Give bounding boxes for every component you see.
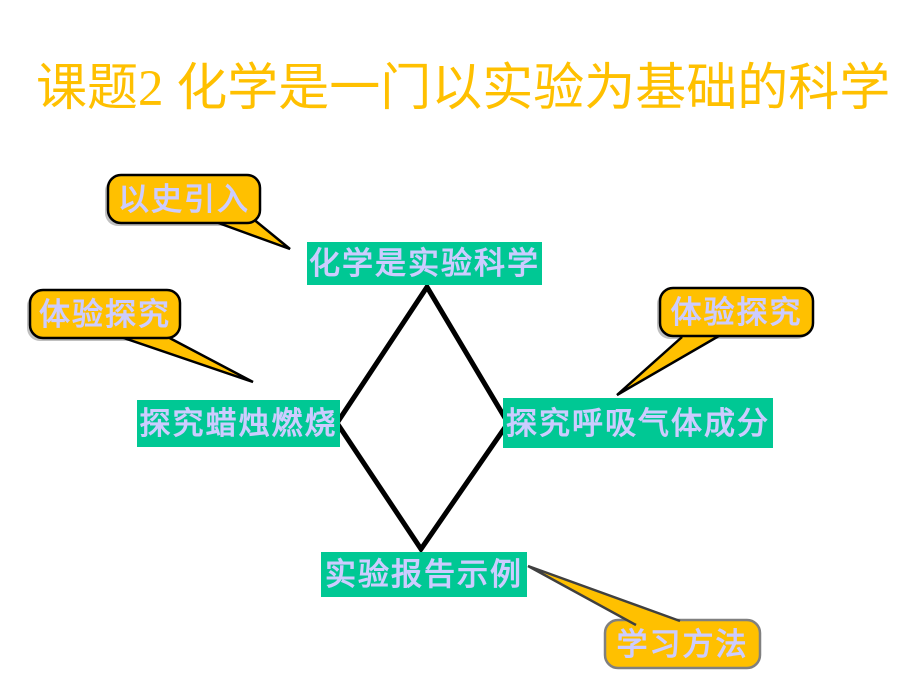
callout-tail — [616, 331, 725, 397]
callout-history-label: 以史引入 — [108, 175, 260, 223]
callout-method-label: 学习方法 — [605, 620, 760, 668]
callout-experience-left-bubble — [27, 288, 254, 384]
node-experiment-report-example: 实验报告示例 — [321, 552, 527, 597]
node-explore-candle-burning: 探究蜡烛燃烧 — [137, 400, 340, 447]
callout-tail — [117, 332, 254, 384]
node-explore-breath-gas-composition: 探究呼吸气体成分 — [503, 398, 773, 448]
callout-label-text: 体验探究 — [670, 294, 803, 330]
callout-body — [28, 288, 182, 340]
node-label: 化学是实验科学 — [309, 246, 540, 281]
callout-method-bubble — [527, 564, 762, 670]
diamond-connector-lines — [333, 282, 511, 554]
callout-body — [603, 618, 762, 670]
callout-experience-right-label: 体验探究 — [660, 288, 813, 336]
slide-title: 课题2 化学是一门以实验为基础的科学 — [36, 61, 891, 117]
node-label: 探究呼吸气体成分 — [506, 405, 770, 441]
callout-body — [106, 173, 262, 225]
callout-label-text: 学习方法 — [616, 626, 749, 662]
callout-label-text: 以史引入 — [118, 181, 250, 217]
callout-body — [658, 286, 815, 338]
callout-experience-right-bubble — [616, 286, 815, 397]
callout-experience-left-label: 体验探究 — [30, 290, 180, 338]
callout-history-bubble — [105, 173, 291, 251]
node-label: 探究蜡烛燃烧 — [139, 406, 338, 441]
callout-label-text: 体验探究 — [39, 296, 171, 332]
callout-tail — [527, 564, 681, 627]
callout-tail — [212, 217, 291, 251]
node-chemistry-is-experimental-science: 化学是实验科学 — [307, 242, 542, 285]
node-label: 实验报告示例 — [325, 557, 523, 592]
